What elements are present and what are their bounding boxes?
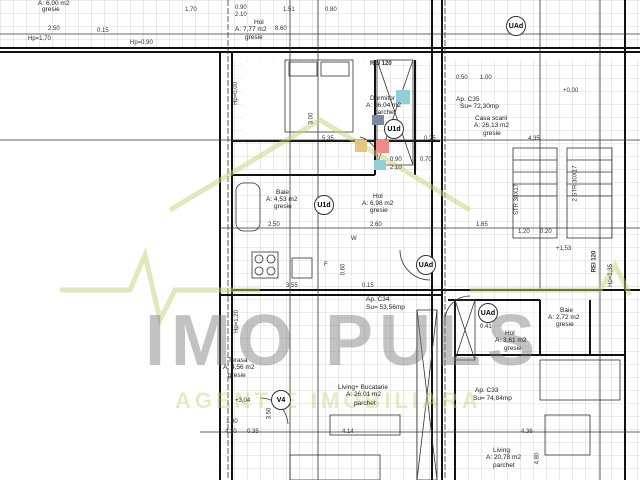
top-hol-floor: gresie	[245, 34, 263, 41]
dimension: 2.50	[48, 26, 60, 32]
dimension: 5.35	[322, 136, 334, 142]
room-casa-scarii-floor: gresie	[483, 130, 501, 137]
living-area	[222, 295, 442, 480]
level-mark: +1,53	[556, 246, 572, 252]
room-hol2-floor: gresie	[504, 345, 522, 352]
dimension: 2.10	[390, 165, 402, 171]
room-casa-scarii-name: Casa scarii	[475, 115, 508, 122]
apartment-c34-surface: Su= 53,56mp	[366, 304, 405, 311]
dimension: Hp=0,90	[130, 40, 153, 46]
dimension: 4.36	[521, 429, 533, 435]
top-bath-floor: gresie	[42, 6, 60, 13]
room-hol-name: Hol	[373, 193, 383, 200]
apartment-c35-name: Ap. C35	[456, 96, 480, 103]
room-living-bucatarie-floor: parchet	[354, 400, 376, 407]
apartment-c33-name: Ap. C33	[475, 387, 499, 394]
watermark-brand: IMO PULS	[145, 301, 542, 381]
room-dormitor-name: Dormitor	[370, 95, 395, 102]
room-baie2-area: A: 2,72 m2	[548, 314, 580, 321]
room-living-bucatarie-area: A: 26,01 m2	[346, 391, 382, 398]
fire-rating-label-side: REI 120	[591, 250, 598, 273]
room-terasa-name: Terasa	[228, 357, 248, 364]
room-baie-name: Baie	[276, 189, 290, 196]
dimension: 0.70	[420, 157, 432, 163]
stair-label: STR 30X17	[514, 183, 521, 216]
dimension: 0.60	[340, 263, 347, 276]
dimension: 0.25	[424, 136, 436, 142]
dimension: 4.14	[342, 429, 354, 435]
dimension: 0.35	[247, 429, 259, 435]
room-hol2-area: A: 3,61 m2	[495, 337, 527, 344]
fridge-label: F	[324, 262, 328, 268]
dimension: 2.60	[370, 222, 382, 228]
dimension: 0.80	[325, 7, 337, 13]
door-tag-uad: UAd	[506, 16, 526, 36]
room-baie-floor: gresie	[274, 203, 292, 210]
dimension: 1.00	[480, 75, 492, 81]
dimension: 0.15	[362, 283, 374, 289]
top-hol-area: A: 7,77 m2	[235, 26, 267, 33]
dimension: 4.35	[528, 136, 540, 142]
room-living2-area: A: 20,78 m2	[486, 454, 522, 461]
top-tiled-area	[0, 0, 640, 48]
dimension: 0.41	[480, 324, 492, 330]
dimension: 1.65	[476, 222, 488, 228]
room-hol-area: A: 6,98 m2	[362, 200, 394, 207]
dimension: 3.50	[266, 407, 273, 420]
room-living2-floor: parchet	[493, 462, 515, 469]
dimension: 3.00	[308, 112, 315, 125]
top-bath-area: A: 6,00 m2	[38, 0, 70, 7]
fire-rating-label: REI 120	[370, 61, 392, 67]
stair-label: 2 STR 30X17	[572, 165, 579, 202]
room-living2-name: Living	[493, 447, 510, 454]
room-casa-scarii-area: A: 26,13 m2	[474, 122, 510, 129]
window-height: Hp=1,20	[233, 310, 240, 333]
room-hol-floor: gresie	[370, 207, 388, 214]
dimension: 3.55	[286, 283, 298, 289]
room-dormitor-floor: parchet	[374, 109, 396, 116]
bath-hol-area	[232, 175, 442, 295]
watermark-tagline: AGENTIE IMOBILIARA	[175, 388, 482, 413]
room-hol2-name: Hol	[505, 330, 515, 337]
window-height: Hp=1,35	[607, 264, 614, 287]
room-baie2-name: Baie	[560, 307, 574, 314]
level-mark: +0,00	[563, 88, 579, 94]
door-tag-u1d: U1d	[384, 119, 404, 139]
door-tag-u1d: U1d	[314, 195, 334, 215]
room-terasa-area: A: 4,56 m2	[223, 364, 255, 371]
apartment-c34-name: Ap. C34	[366, 296, 390, 303]
room-dormitor-area: A: 16,04 m2	[366, 102, 402, 109]
dimension: 8.60	[275, 26, 287, 32]
level-mark: +3,04	[235, 398, 251, 404]
door-tag-uad: UAd	[416, 255, 436, 275]
dimension: 1.80	[226, 419, 238, 425]
door-tag-uad: UAd	[478, 303, 498, 323]
dimension: 4.20	[225, 429, 237, 435]
top-hol-name: Hol	[254, 19, 264, 26]
stair-hall-area	[448, 60, 640, 480]
watermark-logo-house	[60, 117, 633, 328]
dimension: 0.50	[456, 75, 468, 81]
room-baie-area: A: 4,53 m2	[266, 196, 298, 203]
dimension: 2.10	[235, 12, 247, 18]
apartment-c33-surface: Su= 74,84mp	[473, 395, 512, 402]
window-height: Hp=0,00	[232, 82, 239, 105]
dimension: 1.20	[518, 229, 530, 235]
dimension: Hp=1,70	[28, 36, 51, 42]
apartment-c35-surface: Su= 72,30mp	[460, 103, 499, 110]
room-terasa-floor: gresie	[228, 372, 246, 379]
dimension: 0.15	[97, 28, 109, 34]
dimension: 1.70	[185, 7, 197, 13]
dimension: 4.80	[534, 452, 541, 465]
door-tag-v4: V4	[271, 390, 291, 410]
room-living-bucatarie-name: Living+ Bucatarie	[338, 384, 389, 391]
washer-label: W	[351, 236, 357, 242]
room-baie2-floor: gresie	[556, 321, 574, 328]
dimension: 0.90	[390, 157, 402, 163]
dimension: 2.50	[268, 222, 280, 228]
dimension: 1.51	[283, 7, 295, 13]
dimension: 0.90	[235, 5, 247, 11]
dimension: 0.20	[540, 229, 552, 235]
